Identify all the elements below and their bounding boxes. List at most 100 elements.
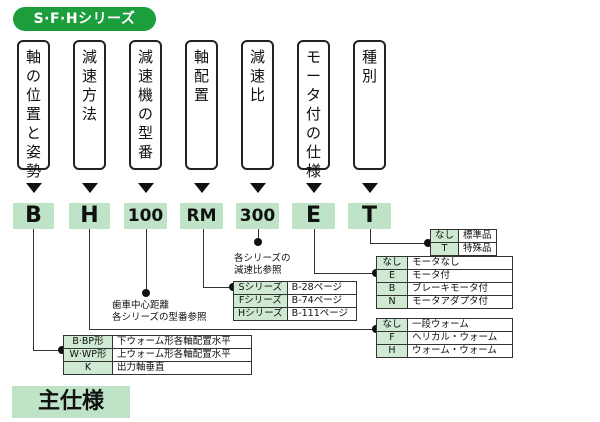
table-value: ヘリカル・ウォーム	[407, 331, 513, 345]
table-key: N	[376, 295, 408, 309]
connector-line	[203, 287, 233, 288]
column-label-shaft-position: 軸の位置と姿勢	[17, 40, 50, 180]
table-row: なし一段ウォーム	[376, 318, 513, 332]
table-row: B·BP形下ウォーム形各軸配置水平	[63, 335, 252, 349]
column-label-type: 種別	[353, 40, 386, 170]
label-char: の	[305, 124, 321, 142]
table-key: W·WP形	[63, 348, 113, 362]
label-char: 姿	[25, 143, 41, 161]
arrow-down-icon	[362, 183, 378, 193]
label-char: 機	[137, 86, 153, 104]
connector-dot	[58, 346, 66, 354]
table-key: Hシリーズ	[233, 307, 288, 321]
connector-line	[370, 243, 428, 244]
label-char: の	[137, 105, 153, 123]
label-char: 配	[193, 67, 209, 85]
connector-dot	[424, 239, 432, 247]
table-row: なし標準品	[429, 229, 497, 243]
code-reducer-model: 100	[124, 203, 167, 229]
table-key: なし	[376, 318, 408, 332]
table-value: 出力軸垂直	[112, 361, 252, 375]
connector-line	[370, 229, 371, 243]
label-char: 方	[81, 86, 97, 104]
column-label-reduction-ratio: 減速比	[241, 40, 274, 170]
table-value: 一段ウォーム	[407, 318, 513, 332]
connector-line	[314, 229, 315, 273]
label-char: 速	[81, 67, 97, 85]
arrow-down-icon	[194, 183, 210, 193]
connector-line	[33, 229, 34, 350]
label-char: 置	[193, 86, 209, 104]
table-key: なし	[429, 229, 460, 243]
table-value: 下ウォーム形各軸配置水平	[112, 335, 252, 349]
column-label-motor-spec: モータ付の仕様	[297, 40, 330, 180]
label-char: ー	[305, 67, 321, 85]
label-char: 仕	[305, 143, 321, 161]
table-row: W·WP形上ウォーム形各軸配置水平	[63, 348, 252, 362]
table-row: なしモータなし	[376, 256, 513, 270]
arrow-down-icon	[26, 183, 42, 193]
table-value: モータ付	[407, 269, 513, 283]
label-char: 位	[25, 86, 41, 104]
ratio-note-line1: 各シリーズの	[234, 253, 291, 264]
code-motor-spec: E	[292, 203, 335, 229]
code-shaft-position: B	[13, 203, 54, 229]
column-label-reduction-method: 減速方法	[73, 40, 106, 170]
connector-line	[89, 329, 377, 330]
table-key: B·BP形	[63, 335, 113, 349]
connector-line	[146, 229, 147, 293]
code-shaft-arrangement: RM	[180, 203, 223, 229]
table-value: モータなし	[407, 256, 513, 270]
table-key: K	[63, 361, 113, 375]
table-key: F	[376, 331, 408, 345]
table-value: 上ウォーム形各軸配置水平	[112, 348, 252, 362]
connector-line	[33, 350, 63, 351]
column-label-reducer-model: 減速機の型番	[129, 40, 162, 170]
model-note-line2: 各シリーズの型番参照	[112, 312, 207, 323]
table-key: E	[376, 269, 408, 283]
arrow-down-icon	[138, 183, 154, 193]
table-value: B-28ページ	[286, 281, 357, 295]
label-char: 勢	[25, 162, 41, 180]
label-char: 軸	[25, 48, 41, 66]
label-char: の	[25, 67, 41, 85]
table-key: なし	[376, 256, 408, 270]
table-value: ウォーム・ウォーム	[407, 344, 513, 358]
ratio-note-line2: 減速比参照	[234, 265, 282, 276]
table-key: Sシリーズ	[233, 281, 288, 295]
connector-dot	[254, 238, 262, 246]
table-value: モータアダプタ付	[407, 295, 513, 309]
label-char: タ	[305, 86, 321, 104]
code-type: T	[348, 203, 391, 229]
table-key: Fシリーズ	[233, 294, 288, 308]
model-note: 歯車中心距離 各シリーズの型番参照	[112, 300, 207, 324]
series-title: S·F·Hシリーズ	[13, 7, 156, 31]
label-char: 法	[81, 105, 97, 123]
label-char: 別	[361, 67, 377, 85]
ratio-note: 各シリーズの 減速比参照	[234, 253, 291, 277]
connector-dot	[142, 289, 150, 297]
model-note-line1: 歯車中心距離	[112, 300, 170, 311]
connector-line	[203, 229, 204, 287]
table-value: B-111ページ	[286, 307, 357, 321]
table-key: T	[429, 242, 460, 256]
connector-line	[89, 229, 90, 329]
label-char: 速	[249, 67, 265, 85]
label-char: 置	[25, 105, 41, 123]
label-char: 減	[81, 48, 97, 66]
table-key: H	[376, 344, 408, 358]
arrow-down-icon	[82, 183, 98, 193]
label-char: 減	[137, 48, 153, 66]
